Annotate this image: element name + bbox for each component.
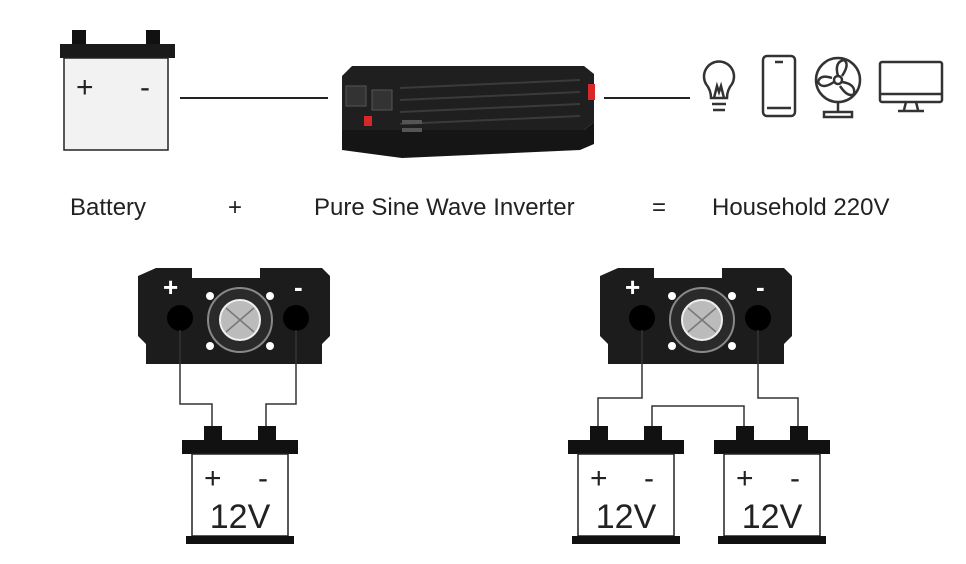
- fan-screw: [668, 292, 676, 300]
- inverter-side-switch: [588, 84, 595, 100]
- inverter-caption: Pure Sine Wave Inverter: [314, 194, 575, 221]
- right-battery-2: + - 12V: [714, 426, 830, 544]
- panel-minus-sign: -: [294, 272, 303, 302]
- fan-screw: [728, 342, 736, 350]
- battery-base: [572, 536, 680, 544]
- battery-plus-sign: +: [76, 71, 94, 104]
- battery-voltage-label: 12V: [210, 498, 271, 536]
- battery-terminal-negative: [644, 426, 662, 440]
- battery-minus-sign: -: [644, 462, 654, 495]
- battery-plus-sign: +: [590, 462, 608, 495]
- battery-minus-sign: -: [140, 71, 150, 104]
- battery-top-cap: [714, 440, 830, 454]
- right-wiring: [597, 330, 799, 428]
- household-caption: Household 220V: [712, 194, 890, 221]
- inverter-unit: [342, 66, 595, 158]
- right-battery-1: + - 12V: [568, 426, 684, 544]
- fan-screw: [266, 342, 274, 350]
- battery-terminal-positive: [590, 426, 608, 440]
- battery-top-cap: [568, 440, 684, 454]
- fan-grille-line: [687, 307, 717, 333]
- fan-screw: [206, 342, 214, 350]
- inverter-socket: [371, 89, 393, 111]
- left-inverter-panel: + -: [138, 268, 330, 364]
- negative-wire: [265, 330, 297, 428]
- panel-plus-sign: +: [625, 272, 640, 302]
- battery-minus-sign: -: [790, 462, 800, 495]
- equals-caption: =: [652, 194, 667, 221]
- positive-terminal: [629, 305, 655, 331]
- battery-body: [191, 453, 289, 537]
- battery-voltage-label: 12V: [596, 498, 657, 536]
- battery-terminal-positive: [736, 426, 754, 440]
- inverter-vent: [402, 128, 422, 132]
- positive-wire: [597, 330, 643, 428]
- inverter-fin: [399, 91, 581, 101]
- inverter-vent: [402, 120, 422, 124]
- battery-terminal-negative: [146, 30, 160, 46]
- battery-plus-sign: +: [736, 462, 754, 495]
- battery-body: [577, 453, 675, 537]
- top-battery: + -: [60, 30, 175, 151]
- panel-plus-sign: +: [163, 272, 178, 302]
- fan-grille-line: [225, 307, 255, 333]
- positive-wire: [179, 330, 213, 428]
- battery-voltage-label: 12V: [742, 498, 803, 536]
- fan-screw: [728, 292, 736, 300]
- parallel-link-wire: [651, 405, 745, 428]
- battery-top-cap: [60, 44, 175, 58]
- negative-terminal: [745, 305, 771, 331]
- battery-minus-sign: -: [258, 462, 268, 495]
- plus-caption: +: [228, 194, 243, 221]
- monitor-icon: [878, 60, 944, 113]
- inverter-fin: [399, 103, 581, 113]
- left-battery: + - 12V: [182, 426, 298, 544]
- battery-terminal-negative: [790, 426, 808, 440]
- battery-terminal-positive: [204, 426, 222, 440]
- inverter-socket: [345, 85, 367, 107]
- battery-base: [718, 536, 826, 544]
- fan-screw: [206, 292, 214, 300]
- battery-base: [186, 536, 294, 544]
- battery-plus-sign: +: [204, 462, 222, 495]
- fan-icon: [814, 56, 862, 119]
- inverter-fin: [399, 79, 581, 89]
- battery-terminal-positive: [72, 30, 86, 46]
- smartphone-icon: [761, 54, 797, 118]
- right-inverter-panel: + -: [600, 268, 792, 364]
- battery-terminal-negative: [258, 426, 276, 440]
- left-wiring: [179, 330, 297, 428]
- panel-minus-sign: -: [756, 272, 765, 302]
- fan-screw: [668, 342, 676, 350]
- lightbulb-icon: [702, 60, 736, 112]
- inverter-fin: [399, 115, 581, 125]
- inverter-power-switch: [364, 116, 372, 126]
- battery-body: [723, 453, 821, 537]
- battery-top-cap: [182, 440, 298, 454]
- positive-terminal: [167, 305, 193, 331]
- negative-wire: [757, 330, 799, 428]
- fan-screw: [266, 292, 274, 300]
- battery-caption: Battery: [70, 194, 147, 221]
- negative-terminal: [283, 305, 309, 331]
- battery-body: [63, 57, 169, 151]
